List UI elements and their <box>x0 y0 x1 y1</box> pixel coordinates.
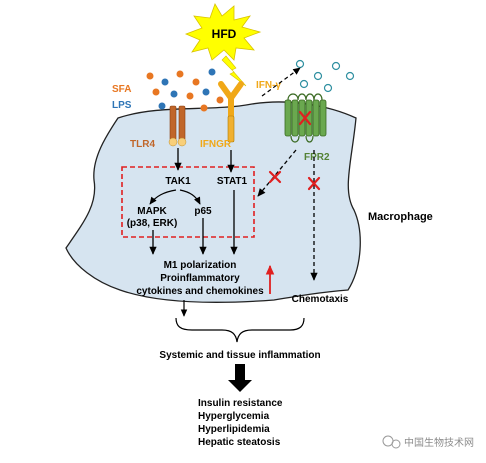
tlr4-receptor <box>168 105 187 147</box>
macrophage-label: Macrophage <box>368 211 433 223</box>
fpr2-to-box-dashed-arrow <box>257 149 297 197</box>
watermark: 中国生物技术网 <box>382 435 474 449</box>
ifngr-label: IFNGR <box>200 139 232 150</box>
p65-label: p65 <box>194 206 212 217</box>
merge-brace <box>175 317 305 343</box>
m1-polarization-label: M1 polarization <box>164 260 237 271</box>
chemotaxis-inhibit-x-icon <box>307 176 321 191</box>
systemic-inflammation-label: Systemic and tissue inflammation <box>159 350 320 361</box>
outcome-insulin-resistance: Insulin resistance <box>198 398 283 409</box>
ifngr-receptor <box>227 115 235 143</box>
outcome-hyperglycemia: Hyperglycemia <box>198 411 270 422</box>
cytokines-label: cytokines and chemokines <box>136 286 264 297</box>
lightning-bolt-icon <box>221 55 247 87</box>
tak1-label: TAK1 <box>165 176 191 187</box>
signaling-dashed-box <box>121 166 255 238</box>
fpr2-inhibit-x-icon <box>298 110 312 126</box>
ifn-to-fpr2-dashed <box>261 67 301 97</box>
wechat-icon <box>382 435 394 447</box>
fpr2-ligand-particles <box>295 59 355 93</box>
outcome-hepatic-steatosis: Hepatic steatosis <box>198 437 281 448</box>
stat1-label: STAT1 <box>217 176 248 187</box>
tlr4-label: TLR4 <box>130 139 155 150</box>
fpr2-label: FPR2 <box>304 152 330 163</box>
ifn-gamma-ligand <box>218 81 244 119</box>
mapk-sub-label: (p38, ERK) <box>127 218 178 229</box>
ifn-gamma-label: IFN-γ <box>256 80 281 91</box>
tak1-to-p65-arrow <box>179 189 201 205</box>
sfa-lps-particles <box>146 68 224 112</box>
chemotaxis-label: Chemotaxis <box>292 294 349 305</box>
proinflammatory-label: Proinflammatory <box>160 273 240 284</box>
sfa-label: SFA <box>112 84 131 95</box>
tak1-to-mapk-arrow <box>149 189 177 205</box>
outcome-hyperlipidemia: Hyperlipidemia <box>198 424 270 435</box>
lps-label: LPS <box>112 100 132 111</box>
hfd-label: HFD <box>212 27 237 41</box>
box-inhibit-x-icon <box>268 170 282 184</box>
mapk-label: MAPK <box>137 206 167 217</box>
fpr2-receptor <box>284 93 327 143</box>
watermark-text: 中国生物技术网 <box>404 436 474 449</box>
big-down-arrow-icon <box>228 364 252 392</box>
hfd-burst: HFD <box>184 3 262 87</box>
